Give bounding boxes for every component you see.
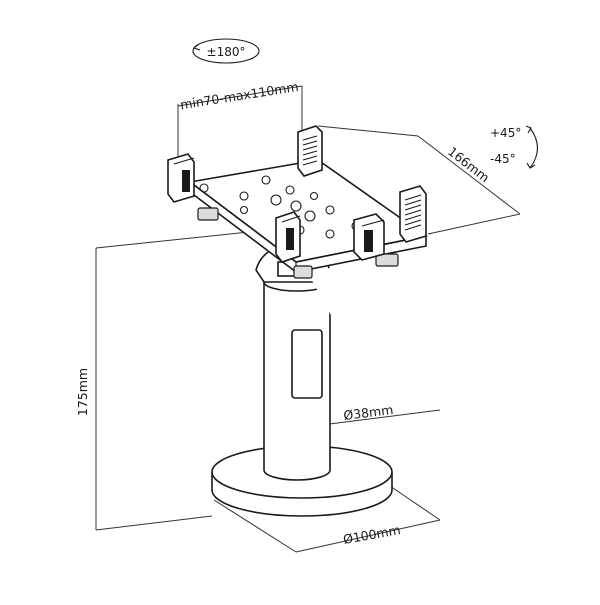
height-dimension: 175mm	[75, 229, 269, 531]
plate-hole	[270, 194, 282, 206]
clamp-pad	[286, 228, 294, 250]
base-dim-line	[295, 519, 441, 553]
adjust-knob-right[interactable]	[375, 253, 399, 267]
clamp-detail	[361, 219, 385, 227]
tilt-down-label: -45°	[490, 152, 516, 166]
plate-hole	[239, 205, 249, 215]
plate-hole	[239, 191, 249, 201]
grip-ridge	[302, 155, 318, 161]
clamp-dim-line	[177, 85, 303, 107]
pole-diameter-label: Ø38mm	[343, 402, 395, 423]
tilt-arrow-down-icon	[526, 162, 536, 169]
height-label: 175mm	[75, 368, 90, 416]
grip-ridge	[404, 199, 422, 206]
base-ext-line-right	[389, 485, 441, 521]
rotation-label: ±180°	[207, 45, 246, 59]
grip-ridge	[302, 150, 318, 156]
clamp-range-dimension: min70-max110mm	[177, 79, 303, 160]
grip-ridge	[302, 135, 318, 141]
clamp-body	[399, 185, 427, 243]
tilt-up-label: +45°	[490, 126, 521, 140]
mounting-plate	[188, 159, 428, 279]
grip-ridge	[404, 209, 422, 216]
clamp-grip-ridges	[404, 194, 422, 231]
clamp-back-right[interactable]	[297, 125, 323, 177]
clamp-pad	[364, 230, 373, 252]
plate-hole	[304, 210, 316, 222]
tilt-arrow-up-icon	[525, 125, 532, 134]
handle-inner	[308, 248, 455, 341]
handle-loop	[308, 248, 455, 341]
clamp-detail	[281, 215, 301, 223]
clamp-body	[297, 125, 323, 177]
clamp-grip-ridges	[302, 135, 318, 166]
plate-hole	[309, 191, 319, 201]
clamp-front-left[interactable]	[275, 211, 301, 263]
clamp-body	[167, 153, 195, 203]
plate-hole	[325, 205, 335, 215]
clamp-front-right[interactable]	[353, 213, 385, 261]
clamp-back-left[interactable]	[167, 153, 195, 203]
plate-depth-label: 166mm	[445, 144, 492, 186]
clamp-right[interactable]	[399, 185, 427, 243]
depth-ext-line-bottom	[427, 213, 521, 235]
rotation-indicator: ±180°	[192, 38, 260, 64]
grip-ridge	[404, 224, 422, 231]
clamp-detail	[173, 157, 195, 165]
depth-ext-line-top	[317, 125, 419, 137]
grip-ridge	[302, 160, 318, 166]
grip-ridge	[404, 219, 422, 226]
pole-cable-slot	[291, 329, 323, 399]
rotation-oval	[192, 38, 260, 64]
clamp-pad	[182, 170, 190, 192]
depth-dim-line	[417, 135, 521, 215]
plate-hole	[261, 175, 271, 185]
plate-hole	[290, 200, 302, 212]
grip-ridge	[302, 145, 318, 151]
base-ext-line-left	[213, 499, 297, 553]
height-ext-line-bottom	[95, 515, 213, 531]
grip-ridge	[404, 204, 422, 211]
grip-ridge	[302, 140, 318, 146]
height-ext-line-top	[95, 229, 269, 249]
base-diameter-label: Ø100mm	[342, 522, 402, 547]
adjust-knob-front[interactable]	[293, 265, 313, 279]
tilt-indicator: +45° -45°	[490, 125, 539, 169]
plate-hole	[199, 183, 209, 193]
clamp-range-label: min70-max110mm	[179, 79, 299, 112]
plate-hole	[285, 185, 295, 195]
grip-ridge	[404, 214, 422, 221]
adjust-knob-left[interactable]	[197, 207, 219, 221]
tilt-arc	[529, 127, 539, 169]
grip-ridge	[404, 194, 422, 201]
plate-hole	[325, 229, 335, 239]
rotation-arrow-icon	[192, 43, 201, 51]
